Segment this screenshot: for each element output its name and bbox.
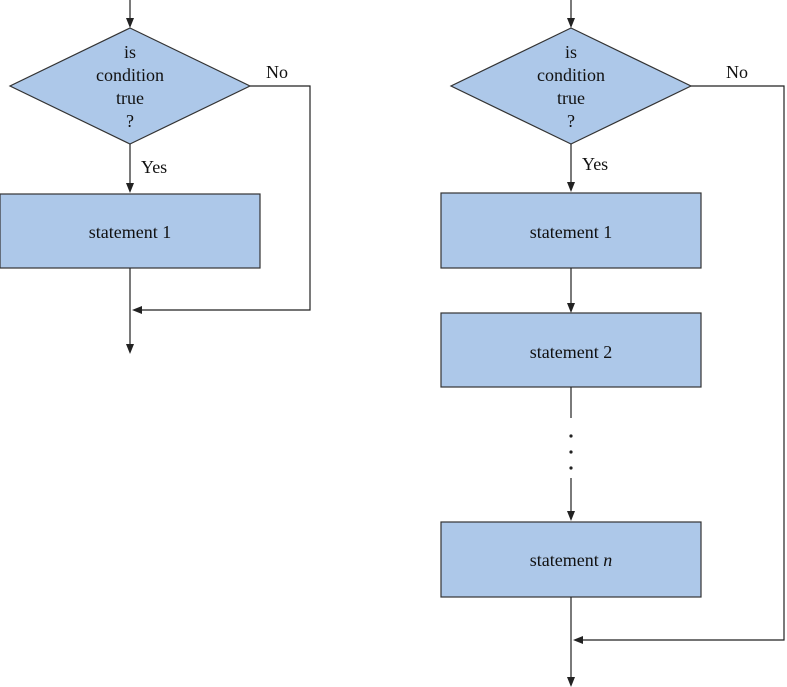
right-decision-line-4: ?	[567, 111, 575, 131]
right-statement-1-label: statement 1	[530, 222, 612, 242]
right-connector-1-2-arrowhead	[567, 303, 575, 313]
left-statement-1-label: statement 1	[89, 222, 171, 242]
right-no-label: No	[726, 62, 748, 82]
right-decision-line-3: true	[557, 88, 585, 108]
right-statement-n-variable: n	[603, 550, 612, 570]
ellipsis-dot-2	[569, 450, 573, 454]
right-connector-ellipsis-n-arrowhead	[567, 511, 575, 521]
right-no-path	[581, 85, 785, 641]
left-no-path	[140, 85, 311, 311]
right-yes-label: Yes	[582, 154, 608, 174]
right-entry-arrowhead	[567, 18, 575, 28]
left-decision-line-2: condition	[96, 65, 164, 85]
left-decision-line-4: ?	[126, 111, 134, 131]
right-decision-line-2: condition	[537, 65, 605, 85]
ellipsis-dot-1	[569, 434, 573, 438]
left-no-label: No	[266, 62, 288, 82]
right-statement-2-label: statement 2	[530, 342, 612, 362]
right-vertical-ellipsis	[569, 434, 573, 470]
right-statement-n-prefix: statement	[530, 550, 603, 570]
right-statement-n-box	[440, 521, 702, 598]
right-flowchart: is condition true ? No Yes statement 1 s…	[440, 0, 785, 687]
left-exit-arrowhead	[126, 344, 134, 354]
left-statement-1-box	[0, 193, 261, 269]
left-yes-label: Yes	[141, 157, 167, 177]
left-flowchart: is condition true ? No Yes statement 1	[0, 0, 311, 354]
right-decision-line-1: is	[565, 42, 577, 62]
left-entry-arrowhead	[126, 18, 134, 28]
left-no-arrowhead	[132, 306, 142, 314]
right-statement-n-label: statement n	[530, 550, 612, 570]
right-no-arrowhead	[573, 636, 583, 644]
right-statement-2-box	[440, 312, 702, 388]
left-decision-line-3: true	[116, 88, 144, 108]
right-statement-1-box	[440, 192, 702, 269]
right-yes-arrowhead	[567, 182, 575, 192]
right-exit-arrowhead	[567, 677, 575, 687]
ellipsis-dot-3	[569, 466, 573, 470]
left-decision-line-1: is	[124, 42, 136, 62]
left-yes-arrowhead	[126, 183, 134, 193]
